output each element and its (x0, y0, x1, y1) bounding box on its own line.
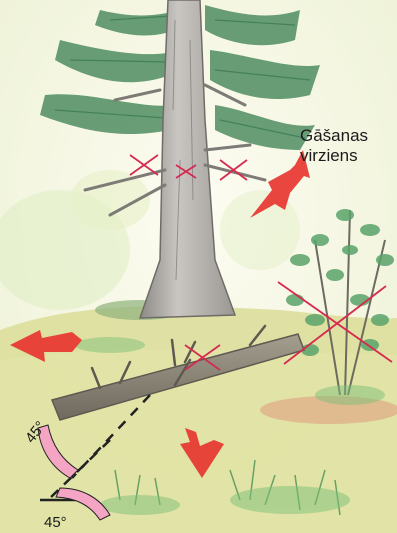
felling-direction-line1: Gāšanas (300, 126, 368, 146)
angle-label-bottom: 45° (44, 514, 67, 531)
felling-direction-line2: virziens (300, 146, 368, 166)
felling-direction-label: Gāšanas virziens (300, 126, 368, 166)
background-shrub-right (220, 190, 300, 270)
